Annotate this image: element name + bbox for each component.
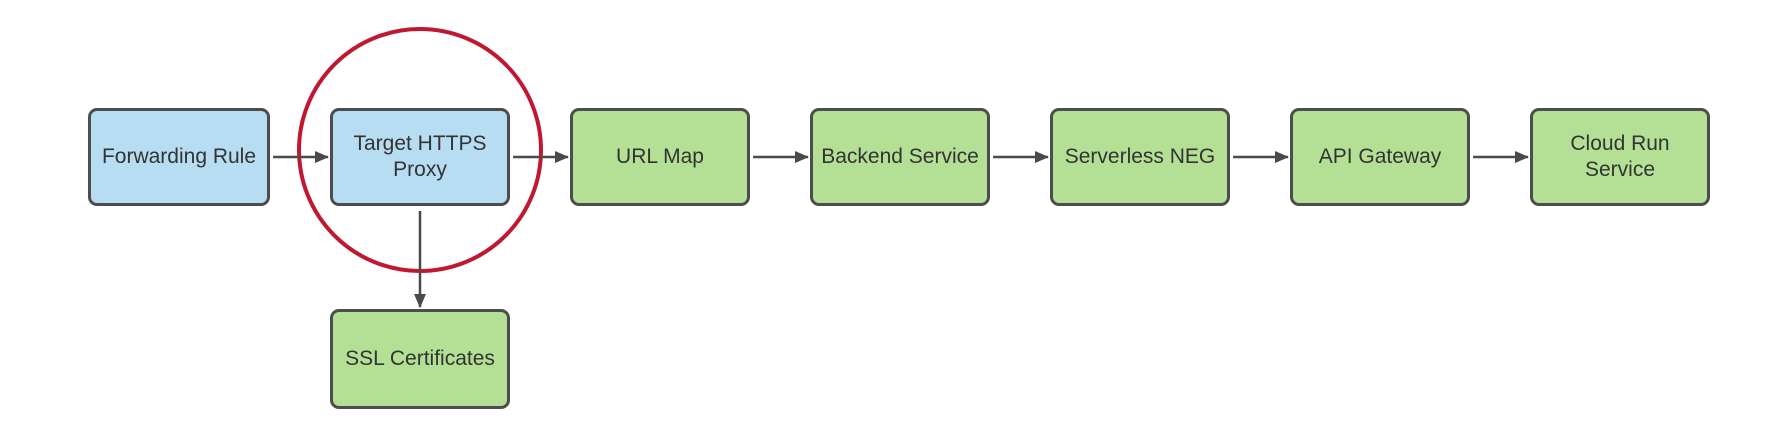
node-cloud-run-service[interactable]: Cloud Run Service: [1530, 108, 1710, 206]
node-forwarding-rule-label: Forwarding Rule: [101, 144, 257, 168]
node-target-https-proxy[interactable]: Target HTTPS Proxy: [330, 108, 510, 206]
node-cloud-run-service-label: Cloud Run Service: [1570, 131, 1670, 181]
node-api-gateway-label: API Gateway: [1318, 144, 1442, 168]
node-serverless-neg-label: Serverless NEG: [1064, 144, 1216, 168]
node-backend-service-label: Backend Service: [821, 144, 979, 168]
node-url-map-label: URL Map: [616, 144, 704, 168]
node-backend-service[interactable]: Backend Service: [810, 108, 990, 206]
node-ssl-certificates[interactable]: SSL Certificates: [330, 309, 510, 409]
node-serverless-neg[interactable]: Serverless NEG: [1050, 108, 1230, 206]
node-url-map[interactable]: URL Map: [570, 108, 750, 206]
node-api-gateway[interactable]: API Gateway: [1290, 108, 1470, 206]
node-ssl-certificates-label: SSL Certificates: [345, 346, 495, 370]
node-forwarding-rule[interactable]: Forwarding Rule: [88, 108, 270, 206]
node-target-https-proxy-label: Target HTTPS Proxy: [353, 131, 487, 181]
